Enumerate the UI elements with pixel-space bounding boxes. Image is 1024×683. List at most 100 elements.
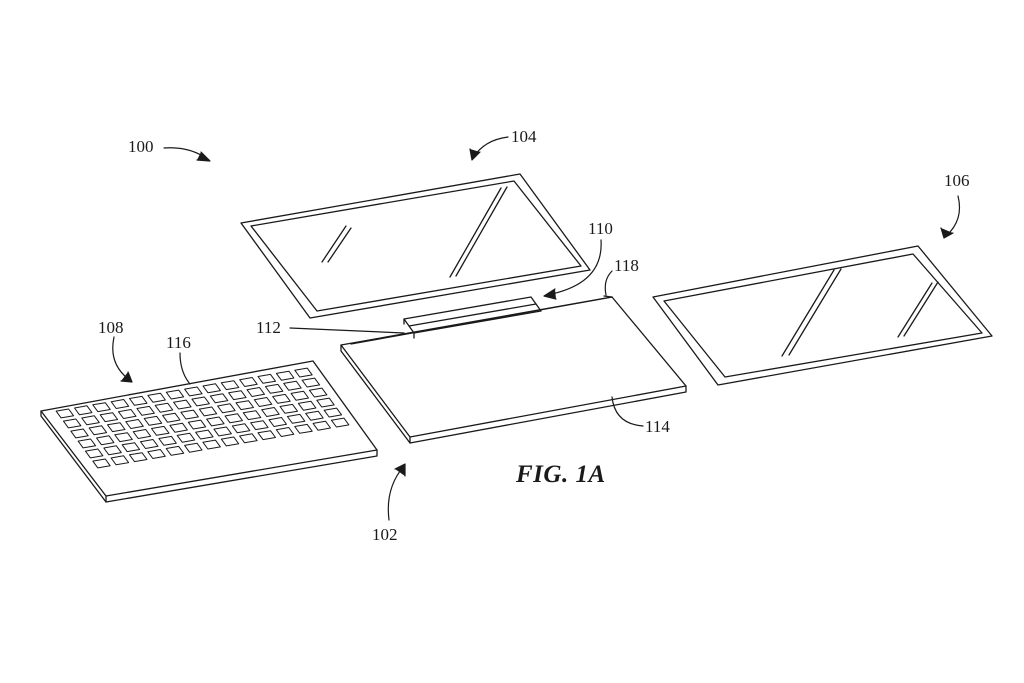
keyboard-key [158,435,177,446]
keyboard-key [99,412,119,423]
keyboard-key [92,458,111,469]
keyboard-key [294,367,313,378]
keyboard-key [81,415,100,426]
display-left-inner [250,180,582,312]
keyboard-key [305,410,324,421]
keyboard-key [257,373,276,384]
keyboard-key [173,399,192,410]
keyboard-key [239,433,258,444]
keyboard-key [330,417,350,428]
keyboard-key [275,370,295,381]
keyboard-key [312,420,331,431]
keyboard-key [165,445,185,456]
arrow-102 [394,463,406,477]
keyboard-unit [40,360,378,503]
keyboard-key [301,377,321,388]
keyboard-key [77,438,97,449]
keyboard-key [103,445,122,456]
keyboard-key [169,422,188,433]
keyboard-key [257,430,276,441]
keyboard-key [195,429,214,440]
keyboard-key [110,455,130,466]
keyboard-key [235,400,254,411]
keyboard-key [297,400,317,411]
keyboard-key [176,432,196,443]
keyboard-key [242,410,262,421]
keyboard-key [118,409,137,419]
display-right-glare-4 [903,281,939,337]
keyboard-key [202,383,221,394]
display-left-glare-4 [455,186,508,277]
keyboard-key [180,409,199,420]
keyboard-key [62,418,82,429]
display-right-glare-1 [781,269,835,357]
keyboard-key [209,393,229,404]
keyboard-key [187,419,207,430]
keyboard-key [253,397,273,407]
ref-label-106: 106 [944,171,970,190]
keyboard-key [220,436,240,447]
display-left-glare-3 [449,187,502,278]
base-back-rail-edge-118 [603,295,613,298]
keyboard-key [136,405,155,416]
display-left-outer [240,173,591,319]
keyboard-key [294,423,313,434]
keyboard-key [184,442,203,453]
leader-112 [289,327,405,334]
keyboard-key [154,402,174,413]
arrow-108 [120,371,133,383]
arrow-106 [940,227,954,239]
keyboard-key [283,380,302,391]
keyboard-key [206,416,225,427]
display-right-outer [652,245,993,386]
keyboard-key [121,442,141,453]
keyboard-key [228,390,247,401]
base-top-surface [340,296,687,438]
keyboard-key [231,423,251,434]
keyboard-key [55,408,75,419]
display-right-inner [663,253,983,378]
keyboard-key [250,420,269,431]
arrow-100 [196,151,211,162]
display-left-glare-1 [321,225,347,263]
leader-116 [179,352,191,385]
keyboard-key [191,396,210,407]
leader-118 [604,270,613,296]
display-left-glare-2 [327,227,352,263]
keyboard-key [96,435,115,446]
keyboard-key [84,448,104,459]
keyboard-key [70,428,89,439]
keyboard-key [239,377,258,387]
ref-label-102: 102 [372,525,398,544]
ref-label-112: 112 [256,318,281,337]
keyboard-key [246,387,265,397]
keyboard-key [114,432,133,443]
keyboard-key [162,412,181,423]
leader-114 [611,396,644,427]
keyboard-key [143,415,163,426]
leader-104 [472,136,509,159]
keyboard-keys [55,367,350,469]
ref-label-118: 118 [614,256,639,275]
keyboard-key [147,449,166,459]
keyboard-key [132,429,152,439]
leader-lines [112,136,961,521]
keyboard-key [129,395,148,406]
keyboard-key [129,452,148,463]
display-right-glare-3 [897,282,933,338]
ref-label-110: 110 [588,219,613,238]
keyboard-key [165,389,185,400]
base-back-rail [350,296,613,345]
keyboard-key [140,439,159,449]
keyboard-key [275,427,295,437]
keyboard-key [213,426,232,437]
keyboard-key [88,425,108,436]
keyboard-key [308,387,328,398]
display-right-glare-2 [788,268,842,356]
arrow-110 [543,288,557,300]
keyboard-key [125,419,144,429]
keyboard-key [268,417,287,427]
keyboard-key [92,402,111,413]
keyboard-key [261,407,280,417]
